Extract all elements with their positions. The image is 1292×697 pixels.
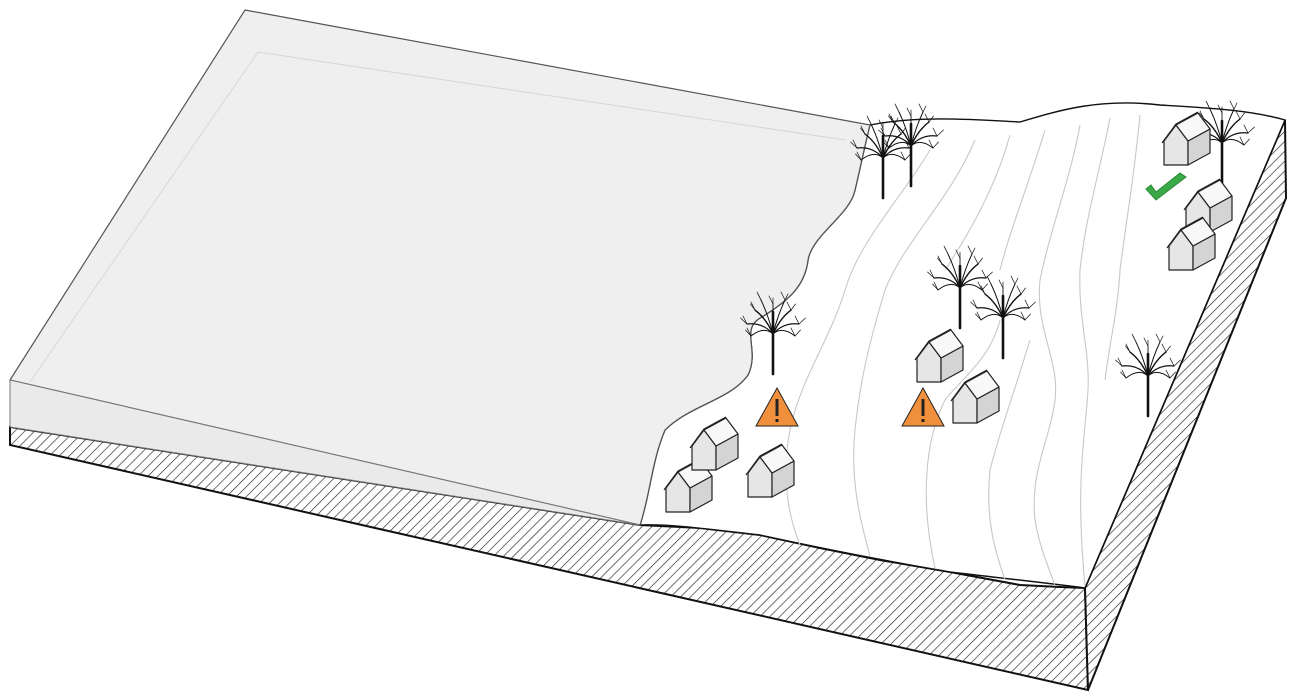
diagram-canvas bbox=[0, 0, 1292, 697]
terrain-block-diagram bbox=[0, 0, 1292, 697]
